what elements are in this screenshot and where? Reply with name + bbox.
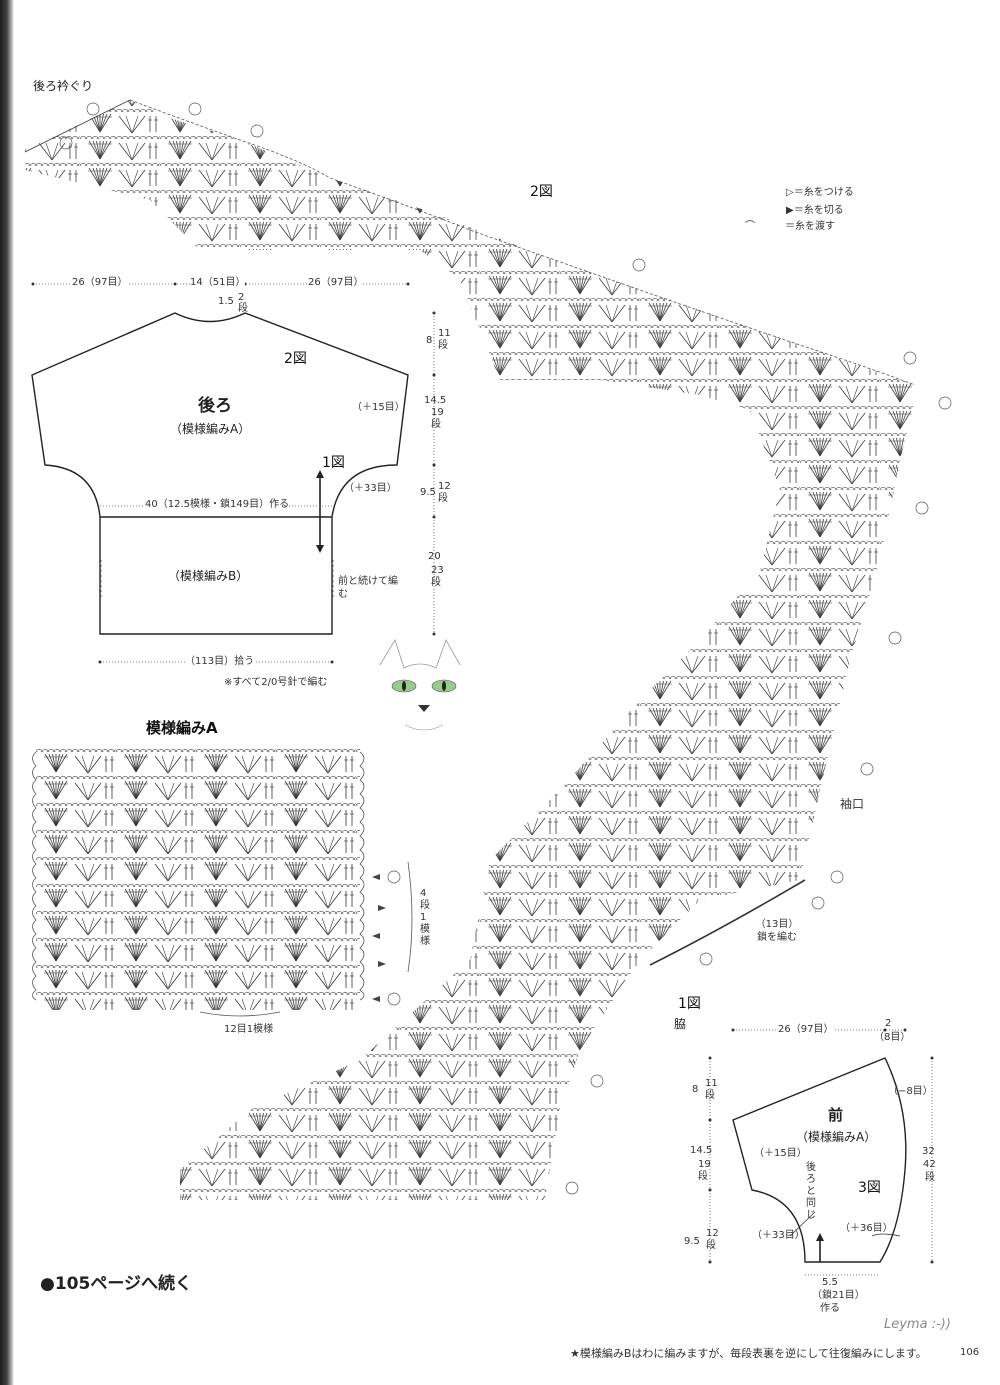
back-inc-33: （＋33目）	[344, 483, 397, 494]
page-binding-edge	[0, 0, 14, 1385]
fig1-ref: 1図	[322, 455, 345, 471]
needle-note: ※すべて2/0号針で編む	[224, 677, 328, 688]
legend-carry-yarn: ＝糸を渡す	[785, 221, 835, 232]
footer-note: ★模様編みBはわに編みますが、毎段表裏を逆にして往復編みにします。	[570, 1347, 927, 1360]
front-h1-unit: 段	[705, 1090, 715, 1101]
h4: 20	[428, 551, 441, 562]
carry-yarn-symbol: ⌒	[745, 221, 765, 232]
h2-rows: 19	[431, 407, 444, 418]
h3: 9.5	[420, 487, 436, 498]
h2: 14.5	[424, 395, 447, 406]
h1-rows: 11	[438, 328, 451, 339]
front-inc-15: （＋15目）	[754, 1148, 807, 1159]
legend-attach-yarn: ＝糸をつける	[793, 187, 854, 198]
pickup-note: （113目）拾う	[185, 656, 255, 667]
page-number: 106	[960, 1347, 980, 1358]
dim-left: 26（97目）	[72, 277, 128, 288]
attach-yarn-symbol: ▷	[786, 187, 794, 198]
pattern-a-repeat: 12目1模様	[224, 1024, 274, 1035]
h3-rows: 12	[438, 481, 451, 492]
fig1-title: 1図	[678, 996, 701, 1012]
front-piece-name: 前	[828, 1106, 844, 1124]
fig2-ref: 2図	[284, 351, 307, 367]
front-h3: 9.5	[684, 1236, 700, 1247]
h1-unit: 段	[438, 340, 448, 351]
front-h1: 8	[692, 1084, 699, 1095]
join-front-note: 前と続けて編む	[338, 576, 398, 600]
back-inc-15: （＋15目）	[352, 402, 405, 413]
front-h3-unit: 段	[706, 1240, 716, 1251]
front-pattern-a: （模様編みA）	[796, 1130, 877, 1144]
neck-rows-unit: 段	[238, 303, 248, 314]
dim-right: 26（97目）	[308, 277, 364, 288]
front-h2: 14.5	[690, 1145, 713, 1156]
neck-depth: 1.5	[218, 296, 234, 307]
back-neck-label: 後ろ衿ぐり	[33, 79, 94, 93]
back-pattern-b: （模様編みB）	[168, 569, 249, 583]
front-inc-36: （＋36目）	[840, 1223, 893, 1234]
h2-unit: 段	[431, 419, 441, 430]
back-pattern-a: （模様編みA）	[170, 422, 251, 436]
front-h-total-rows: 42	[923, 1159, 936, 1170]
front-h1-rows: 11	[705, 1078, 718, 1089]
watermark: Leyma :-))	[884, 1317, 951, 1332]
front-bottom-make: 作る	[820, 1303, 840, 1314]
width-note: 40（12.5模様・鎖149目）作る	[145, 499, 290, 510]
front-bottom-st: （鎖21目）	[812, 1290, 865, 1301]
front-dec: （−8目）	[888, 1086, 933, 1097]
front-inc-33: （＋33目）	[752, 1230, 805, 1241]
front-h-total: 32	[922, 1146, 935, 1157]
cuff-label: 袖口	[840, 797, 865, 811]
h4-rows: 23	[431, 565, 444, 576]
side-label: 脇	[674, 1017, 687, 1031]
h1: 8	[426, 335, 433, 346]
fig2-title: 2図	[530, 184, 553, 200]
cat-doodle	[379, 639, 461, 731]
legend-cut-yarn: ＝糸を切る	[793, 205, 844, 216]
fig3-ref: 3図	[858, 1180, 881, 1196]
front-h3-rows: 12	[706, 1228, 719, 1239]
chain-note: （13目）鎖を編む	[755, 919, 799, 943]
cut-yarn-symbol: ▶	[786, 205, 794, 216]
back-piece-name: 後ろ	[198, 396, 232, 416]
front-dim-top: 26（97目）	[778, 1024, 834, 1035]
h4-unit: 段	[431, 577, 441, 588]
continue-note: ●105ページへ続く	[40, 1274, 192, 1294]
front-dim-top2-st: （8目）	[874, 1032, 911, 1043]
same-as-back: 後ろと同じ	[806, 1162, 816, 1221]
dim-mid: 14（51目）	[190, 277, 246, 288]
pattern-a-title: 模様編みA	[146, 719, 218, 737]
front-h2-rows: 19	[698, 1159, 711, 1170]
front-bottom: 5.5	[822, 1277, 838, 1288]
front-h2-unit: 段	[698, 1171, 708, 1182]
neck-rows: 2	[238, 292, 245, 303]
front-h-total-unit: 段	[925, 1172, 935, 1183]
h3-unit: 段	[438, 493, 448, 504]
pattern-a-rows: 4段1模様	[420, 888, 430, 947]
front-dim-top2: 2	[885, 1018, 892, 1029]
